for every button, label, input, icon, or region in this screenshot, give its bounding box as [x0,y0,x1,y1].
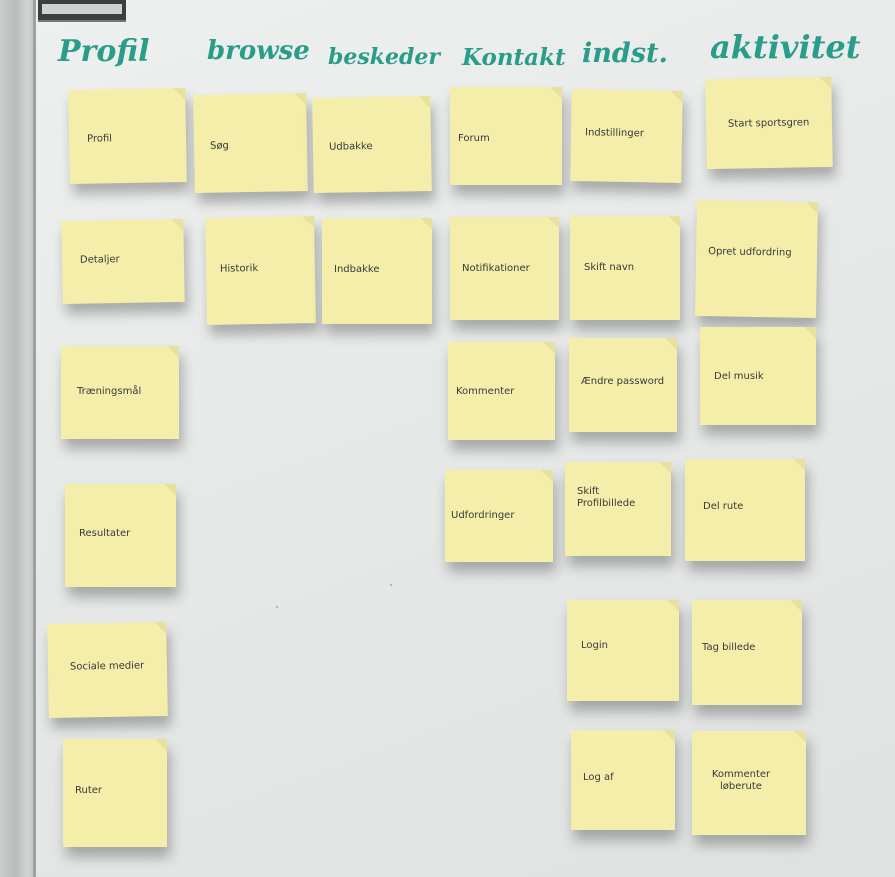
sticky-note[interactable]: Skift Profilbillede [565,462,671,556]
header-aktivitet: aktivitet [710,28,861,66]
sticky-note[interactable]: Indstillinger [570,89,683,183]
note-text: Indstillinger [584,127,644,140]
sticky-note[interactable]: Profil [68,87,187,185]
note-text: Træningsmål [77,386,142,397]
sticky-note[interactable]: Del rute [685,459,805,561]
note-text: Notifikationer [462,263,530,274]
sticky-note[interactable]: Sociale medier [47,621,168,719]
note-text: Sociale medier [69,660,145,673]
sticky-note[interactable]: Log af [571,730,675,830]
note-text: Start sportsgren [727,117,810,130]
sticky-note[interactable]: Historik [205,216,316,325]
sticky-note[interactable]: Indbakke [322,218,432,324]
sticky-note[interactable]: Ændre password [569,338,677,432]
sticky-note[interactable]: Søg [193,93,308,193]
sticky-note[interactable]: Forum [450,87,562,185]
sticky-note[interactable]: Login [567,600,679,701]
note-text: Kommenter [456,386,515,397]
sticky-note[interactable]: Tag billede [692,600,802,705]
note-text: Udfordringer [451,510,515,521]
note-text: Del musik [714,371,764,382]
note-text: Skift navn [584,262,635,273]
note-text: Ruter [75,785,103,796]
note-text: Søg [209,140,229,152]
note-text: Indbakke [334,264,380,275]
note-text: Opret udfordring [708,246,792,259]
sticky-note[interactable]: Kommenter løberute [692,731,806,835]
board-speck [276,606,278,608]
sticky-note[interactable]: Udfordringer [445,470,553,562]
board-speck [390,584,392,586]
header-beskeder: beskeder [328,44,440,70]
sticky-note[interactable]: Kommenter [448,342,555,440]
note-text: Tag billede [702,642,756,653]
note-text: Del rute [703,501,744,512]
note-text: Forum [458,133,490,144]
sticky-note[interactable]: Ruter [63,739,167,847]
sticky-note[interactable]: Start sportsgren [705,76,833,170]
note-text: Ændre password [581,376,665,387]
sticky-note[interactable]: Detaljer [61,218,185,305]
note-text: Skift Profilbillede [577,486,636,509]
header-profil: Profil [58,34,150,69]
frame-label-sticker [38,0,126,22]
note-text: Detaljer [79,254,120,266]
note-text: Profil [86,133,113,145]
sticky-note[interactable]: Skift navn [570,216,680,320]
note-text: Log af [583,772,614,783]
header-kontakt: Kontakt [462,44,566,71]
note-text: Login [581,640,608,651]
sticky-note[interactable]: Træningsmål [61,346,179,439]
sticky-note[interactable]: Notifikationer [450,217,559,320]
sticky-note[interactable]: Del musik [700,327,816,425]
sticky-note[interactable]: Udbakke [312,95,432,194]
note-text: Kommenter løberute [711,769,771,792]
header-indst: indst. [582,38,668,69]
header-browse: browse [207,36,310,66]
whiteboard-frame [0,0,40,877]
note-text: Udbakke [328,140,373,153]
sticky-note[interactable]: Opret udfordring [694,199,819,319]
sticky-note[interactable]: Resultater [65,484,176,587]
note-text: Resultater [79,528,131,539]
note-text: Historik [219,263,259,275]
